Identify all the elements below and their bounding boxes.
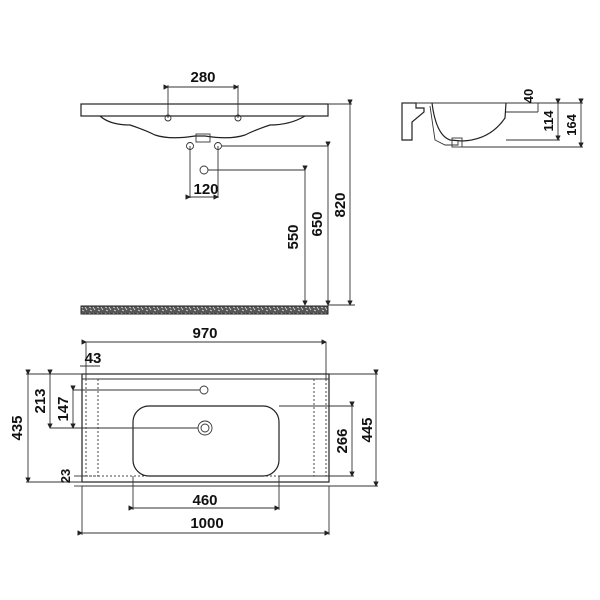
dim-213: 213	[32, 388, 49, 413]
basin-profile	[99, 115, 306, 139]
bowl-outline	[132, 405, 280, 477]
dim-820: 820	[332, 192, 349, 217]
faucet-hole	[199, 385, 209, 395]
drain-outlet	[199, 165, 209, 175]
side-bowl	[431, 102, 507, 142]
top-view: 970 43 435 213 147 23 266 445 460	[9, 325, 379, 536]
dim-43: 43	[85, 350, 102, 367]
floor	[80, 305, 329, 315]
dim-40: 40	[521, 89, 536, 103]
dim-460: 460	[192, 492, 217, 509]
side-wall-bracket	[401, 102, 425, 141]
drain-hole	[197, 420, 213, 436]
dim-445: 445	[359, 417, 376, 442]
dim-164: 164	[564, 113, 579, 135]
dim-435: 435	[9, 415, 26, 440]
side-view: 40 114 164	[401, 89, 584, 148]
countertop-slab	[80, 103, 329, 117]
dim-114: 114	[541, 110, 556, 132]
dim-266: 266	[334, 428, 351, 453]
dim-280: 280	[190, 69, 215, 86]
dim-120: 120	[193, 181, 218, 198]
dim-147: 147	[55, 396, 72, 421]
dim-23: 23	[58, 469, 73, 483]
front-view: 280 120 550 650 820	[80, 69, 355, 315]
drain-neck	[195, 133, 211, 143]
dim-550: 550	[285, 224, 302, 249]
dim-650: 650	[309, 211, 326, 236]
dim-970: 970	[192, 325, 217, 342]
dim-1000: 1000	[190, 515, 223, 532]
